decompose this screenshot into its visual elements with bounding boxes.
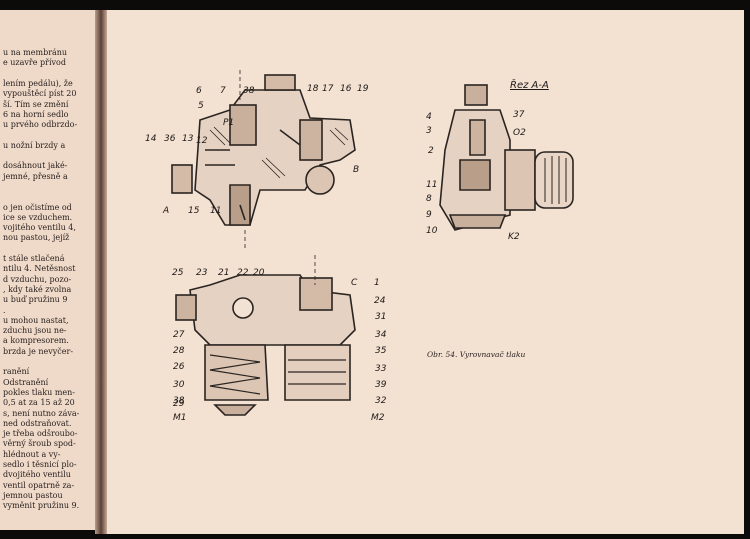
part-label: 7 (220, 86, 226, 96)
left-page-text-line: lením pedálu), že (3, 78, 73, 88)
part-label: A (163, 206, 170, 216)
part-label: 39 (375, 380, 387, 390)
left-page-text-line: 0,5 at za 15 až 20 (3, 398, 75, 408)
part-label: 27 (173, 330, 185, 340)
part-label: 38 (173, 396, 185, 406)
left-page-text-line: dosáhnout jaké- (3, 161, 68, 171)
part-label: 11 (210, 206, 222, 216)
figure-caption: Obr. 54. Vyrovnavač tlaku (427, 350, 526, 359)
part-label: 21 (218, 268, 230, 278)
left-page-text-line: a kompresorem. (3, 336, 69, 346)
right-page (104, 10, 744, 534)
left-page-text-line: . (3, 305, 6, 315)
part-label: 20 (253, 268, 265, 278)
part-label: 33 (375, 364, 387, 374)
top-valve-drawing (171, 70, 356, 250)
part-label: P1 (223, 118, 235, 128)
part-label: 6 (196, 86, 202, 96)
left-page-text-line: dvojitého ventilu (3, 470, 71, 480)
left-page-text-line: sedlo i těsnicí plo- (3, 460, 77, 469)
section-title: Řez A-A (510, 80, 549, 91)
part-label: 10 (426, 226, 438, 236)
part-label: 31 (375, 312, 387, 322)
left-page-text-line: s, není nutno záva- (3, 408, 80, 418)
part-label: 35 (375, 346, 387, 356)
left-page-text-line: ice se vzduchem. (3, 212, 73, 222)
left-page-text-line: hlédnout a vy- (3, 449, 61, 459)
part-label: 36 (164, 134, 176, 144)
left-page-text-line: u prvého odbrzdo- (3, 120, 78, 130)
left-page-text-line: u na membránu (3, 48, 68, 57)
part-label: 26 (173, 362, 185, 372)
part-label: 12 (196, 136, 208, 146)
left-page-text-line: nou pastou, jejíž (3, 233, 70, 243)
left-page-text-line: u buď pružinu 9 (3, 295, 68, 305)
left-page-text-line: ned odstraňovat. (3, 418, 72, 428)
part-label: 23 (196, 268, 208, 278)
part-label: 1 (374, 278, 380, 288)
left-page-text-line: pokles tlaku men- (3, 387, 75, 397)
part-label: 29 (173, 399, 185, 409)
part-label: 8 (426, 194, 432, 204)
part-label: 3 (426, 126, 432, 136)
part-label: 2 (428, 146, 434, 156)
part-label: M2 (371, 413, 385, 423)
part-label: 32 (375, 396, 387, 406)
part-label: 13 (182, 134, 194, 144)
left-page-text-line: e uzavře přívod (3, 58, 66, 68)
part-label: 22 (237, 268, 249, 278)
left-page-text-line: vyměnit pružinu 9. (3, 501, 80, 511)
section-aa-drawing (439, 84, 574, 231)
part-label: B (353, 165, 360, 175)
part-label: 9 (426, 210, 432, 220)
left-page-text-line: vojitého ventilu 4, (3, 223, 76, 233)
left-page-text-line: u mohou nastat, (3, 315, 69, 325)
left-page-text-line: t stále stlačená (3, 254, 65, 263)
part-label: 19 (357, 84, 369, 94)
left-page-text-line: vypouštěcí píst 20 (3, 89, 77, 99)
bottom-valve-drawing (175, 255, 356, 416)
part-label: 5 (198, 101, 204, 111)
left-page-text-line: je třeba odšroubo- (3, 429, 78, 439)
part-label: 18 (307, 84, 319, 94)
left-page-text-line: jemnou pastou (3, 490, 63, 500)
left-page-text-line: brzda je nevyčer- (3, 346, 74, 356)
left-page-text-line: ntilu 4. Netěsnost (3, 264, 76, 274)
left-page-text-line: d vzduchu, pozo- (3, 274, 72, 284)
part-label: 16 (340, 84, 352, 94)
part-label: 17 (322, 84, 334, 94)
part-label: 34 (375, 330, 387, 340)
left-page-text-line: ší. Tím se změní (3, 99, 69, 109)
left-page-text-line: u nožní brzdy a (3, 140, 66, 150)
part-label: 14 (145, 134, 157, 144)
part-label: M1 (173, 413, 187, 423)
left-page-text-line: jemné, přesně a (3, 171, 68, 181)
part-label: C (351, 278, 358, 288)
left-page-text-line: Odstranění (3, 377, 49, 387)
left-page-text-line: věrný šroub spod- (3, 439, 76, 449)
part-label: 30 (173, 380, 185, 390)
part-label: 28 (173, 346, 185, 356)
left-page-text-line: ventil opatrně za- (3, 480, 75, 490)
left-page-text-line: zduchu jsou ne- (3, 326, 67, 336)
part-label: O2 (513, 128, 526, 138)
part-label: 38 (243, 86, 255, 96)
part-label: 37 (513, 110, 525, 120)
left-page-text-line: o jen očistíme od (3, 202, 72, 212)
part-label: 4 (426, 112, 432, 122)
part-label: 24 (374, 296, 386, 306)
part-label: 25 (172, 268, 184, 278)
left-page-text-line: 6 na horní sedlo (3, 109, 69, 119)
book-gutter (95, 10, 107, 534)
left-page-text-line: , kdy také zvolna (3, 284, 72, 294)
part-label: 11 (426, 180, 438, 190)
left-page-text-line: ranění (3, 367, 30, 377)
part-label: 15 (188, 206, 200, 216)
part-label: K2 (508, 232, 520, 242)
